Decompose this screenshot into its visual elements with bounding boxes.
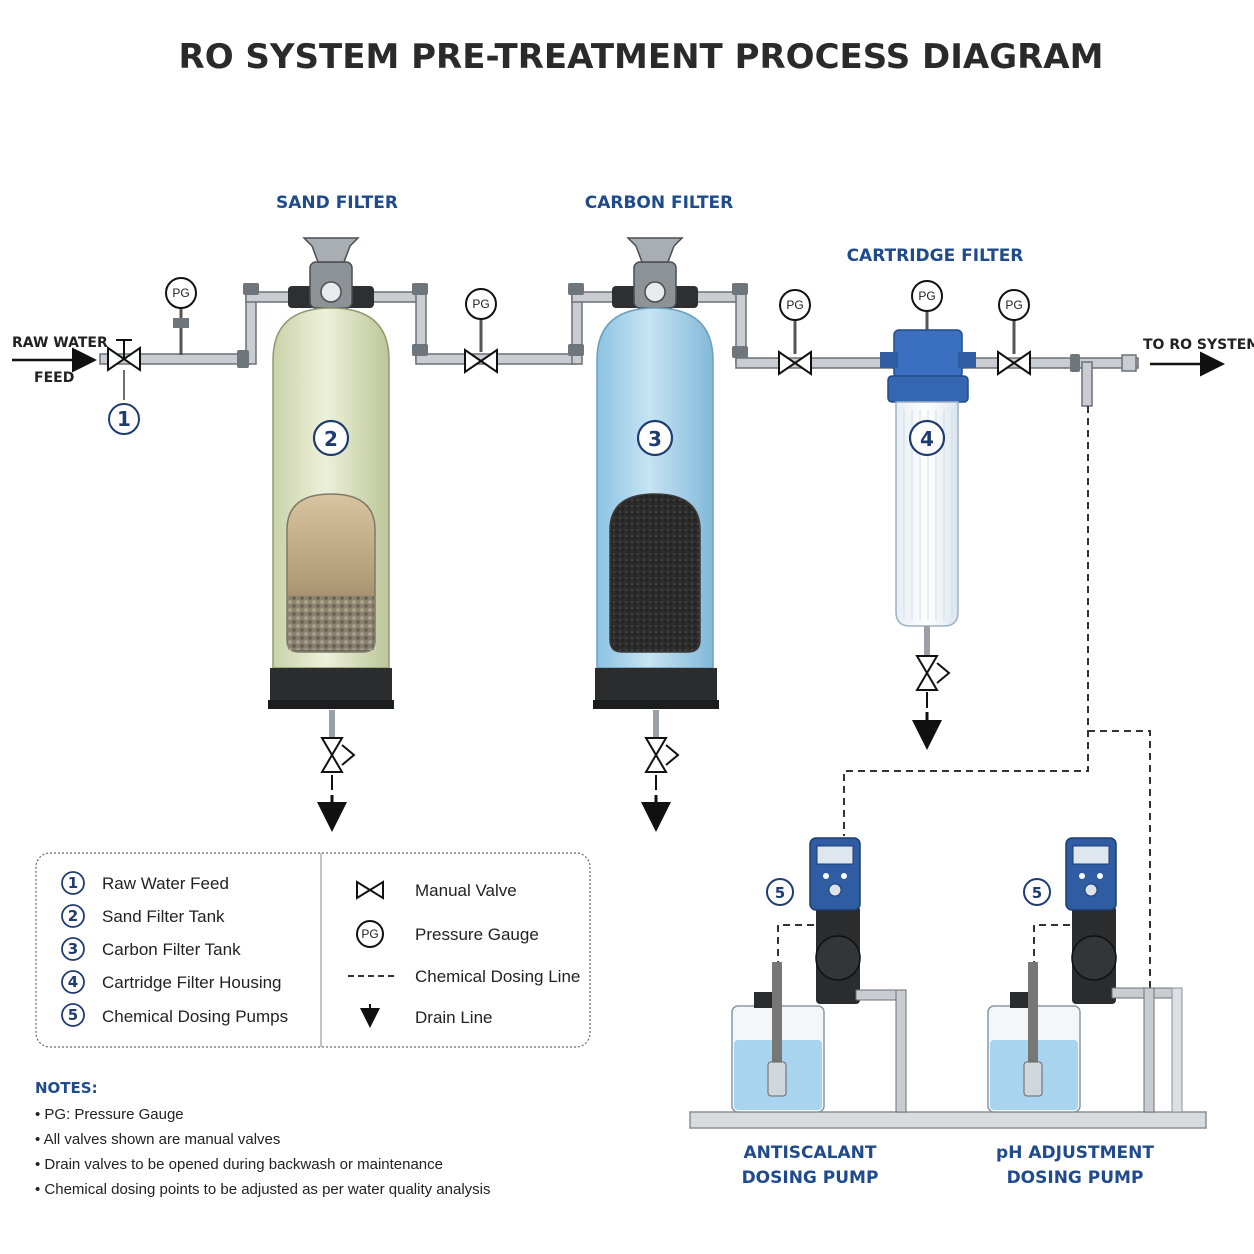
svg-text:PG: PG	[172, 286, 189, 300]
svg-text:Raw Water Feed: Raw Water Feed	[102, 874, 229, 893]
cartridge-drain-valve-icon	[915, 626, 951, 708]
svg-text:5: 5	[775, 884, 785, 902]
sand-drain-valve-icon	[320, 710, 356, 790]
pressure-gauge-icon: PG	[998, 289, 1030, 354]
svg-text:Chemical Dosing Pumps: Chemical Dosing Pumps	[102, 1007, 288, 1026]
diagram-title: RO SYSTEM PRE-TREATMENT PROCESS DIAGRAM	[179, 37, 1104, 77]
notes-section: NOTES: • PG: Pressure Gauge • All valves…	[35, 1079, 491, 1198]
svg-text:Pressure Gauge: Pressure Gauge	[415, 925, 539, 944]
legend-item-4: 4 Cartridge Filter Housing	[61, 970, 282, 994]
pressure-gauge-icon: PG	[779, 289, 811, 354]
svg-text:3: 3	[648, 427, 662, 451]
cartridge-filter-housing: 4	[880, 329, 976, 627]
svg-text:4: 4	[920, 427, 934, 451]
legend-item-3: 3 Carbon Filter Tank	[61, 937, 241, 961]
sand-outlet-valve-icon	[464, 348, 498, 374]
svg-text:PG: PG	[786, 298, 803, 312]
antiscalant-dosing-pump	[731, 837, 907, 1113]
ph-dosing-line	[1088, 730, 1151, 988]
svg-text:PG: PG	[918, 289, 935, 303]
raw-water-label: RAW WATER	[12, 335, 108, 351]
svg-text:5: 5	[68, 1006, 78, 1024]
svg-text:2: 2	[68, 907, 78, 925]
svg-text:Sand Filter Tank: Sand Filter Tank	[102, 907, 225, 926]
svg-text:2: 2	[324, 427, 338, 451]
svg-text:Drain Line: Drain Line	[415, 1008, 493, 1027]
legend-item-5: 5 Chemical Dosing Pumps	[61, 1003, 288, 1027]
legend-box: 1 Raw Water Feed 2 Sand Filter Tank 3 Ca…	[35, 852, 591, 1048]
carbon-filter-label: CARBON FILTER	[585, 193, 734, 213]
svg-text:1: 1	[68, 874, 78, 892]
feed-label: FEED	[34, 370, 74, 386]
svg-text:PG: PG	[1005, 298, 1022, 312]
svg-text:5: 5	[1032, 884, 1042, 902]
marker-5-antiscalant: 5	[766, 878, 794, 906]
ph-suction-line	[1033, 924, 1070, 962]
sand-filter-label: SAND FILTER	[276, 193, 398, 213]
to-ro-system-label: TO RO SYSTEM	[1143, 337, 1254, 353]
carbon-filter-tank: 3	[593, 237, 719, 709]
note-item: • All valves shown are manual valves	[35, 1131, 280, 1148]
svg-text:Cartridge Filter Housing: Cartridge Filter Housing	[102, 973, 282, 992]
skid-platform	[689, 1111, 1207, 1129]
sand-filter-tank: 2	[268, 237, 394, 709]
pressure-gauge-icon: PG	[165, 277, 197, 355]
svg-text:Carbon Filter Tank: Carbon Filter Tank	[102, 940, 241, 959]
note-item: • Drain valves to be opened during backw…	[35, 1156, 443, 1173]
legend-manual-valve: Manual Valve	[356, 880, 517, 900]
notes-heading: NOTES:	[35, 1079, 98, 1097]
antiscalant-suction-line	[777, 924, 814, 962]
note-item: • PG: Pressure Gauge	[35, 1106, 184, 1123]
marker-1: 1	[108, 403, 140, 435]
note-item: • Chemical dosing points to be adjusted …	[35, 1181, 491, 1198]
legend-pressure-gauge: PG Pressure Gauge	[356, 920, 539, 948]
svg-text:PG: PG	[472, 297, 489, 311]
svg-text:PG: PG	[361, 927, 378, 941]
main-pipework	[99, 291, 1139, 407]
cartridge-outlet-valve-icon	[997, 350, 1031, 376]
ph-label-line2: DOSING PUMP	[1007, 1168, 1144, 1188]
pressure-gauge-icon: PG	[911, 280, 943, 330]
legend-dosing-line: Chemical Dosing Line	[348, 967, 580, 986]
antiscalant-label-line1: ANTISCALANT	[744, 1143, 877, 1163]
svg-text:1: 1	[117, 407, 131, 431]
marker-5-ph: 5	[1023, 878, 1051, 906]
ph-label-line1: pH ADJUSTMENT	[996, 1143, 1154, 1163]
cartridge-filter-label: CARTRIDGE FILTER	[847, 246, 1024, 266]
inlet-valve-icon	[107, 339, 141, 400]
svg-text:3: 3	[68, 940, 78, 958]
svg-text:Chemical Dosing Line: Chemical Dosing Line	[415, 967, 580, 986]
pressure-gauge-icon: PG	[465, 288, 497, 352]
pipe-fittings	[237, 283, 1080, 372]
svg-text:4: 4	[68, 973, 78, 991]
ph-adjustment-dosing-pump	[987, 837, 1183, 1113]
pressure-gauge-icon: PG	[356, 920, 384, 948]
legend-item-1: 1 Raw Water Feed	[61, 871, 229, 895]
antiscalant-dosing-line	[843, 406, 1089, 836]
svg-text:Manual Valve: Manual Valve	[415, 881, 517, 900]
carbon-drain-valve-icon	[644, 710, 680, 790]
antiscalant-label-line2: DOSING PUMP	[742, 1168, 879, 1188]
manual-valve-icon	[356, 880, 384, 900]
legend-drain-line: Drain Line	[360, 1004, 493, 1028]
carbon-outlet-valve-icon	[778, 350, 812, 376]
legend-item-2: 2 Sand Filter Tank	[61, 904, 225, 928]
